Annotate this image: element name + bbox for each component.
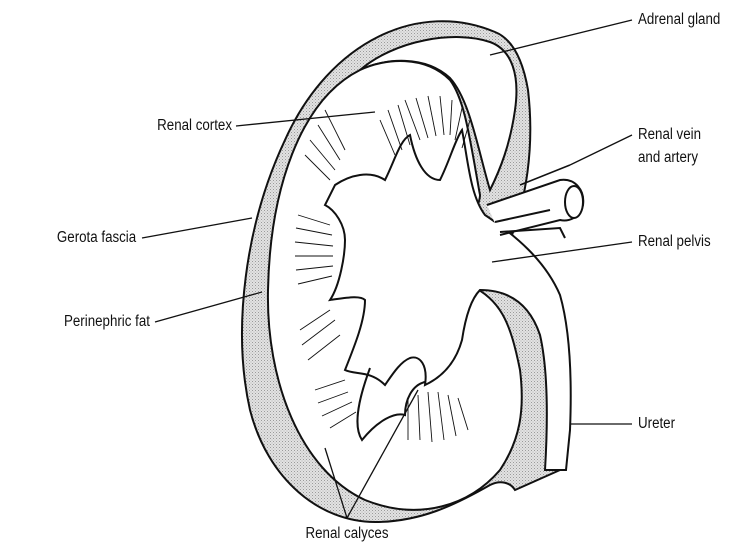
label-ureter: Ureter — [638, 414, 675, 434]
label-adrenal-gland: Adrenal gland — [638, 10, 720, 30]
label-renal-pelvis: Renal pelvis — [638, 232, 711, 252]
label-gerota-fascia: Gerota fascia — [57, 228, 136, 248]
label-renal-vein: Renal vein — [638, 125, 701, 145]
leader-renal-vein-artery — [570, 135, 632, 165]
leader-gerota-fascia — [142, 218, 252, 238]
renal-vessel-end — [565, 186, 583, 218]
label-perinephric-fat: Perinephric fat — [64, 312, 150, 332]
label-renal-calyces: Renal calyces — [291, 524, 403, 544]
leader-adrenal-gland — [490, 20, 632, 55]
label-and-artery: and artery — [638, 148, 698, 168]
label-renal-cortex: Renal cortex — [157, 116, 232, 136]
